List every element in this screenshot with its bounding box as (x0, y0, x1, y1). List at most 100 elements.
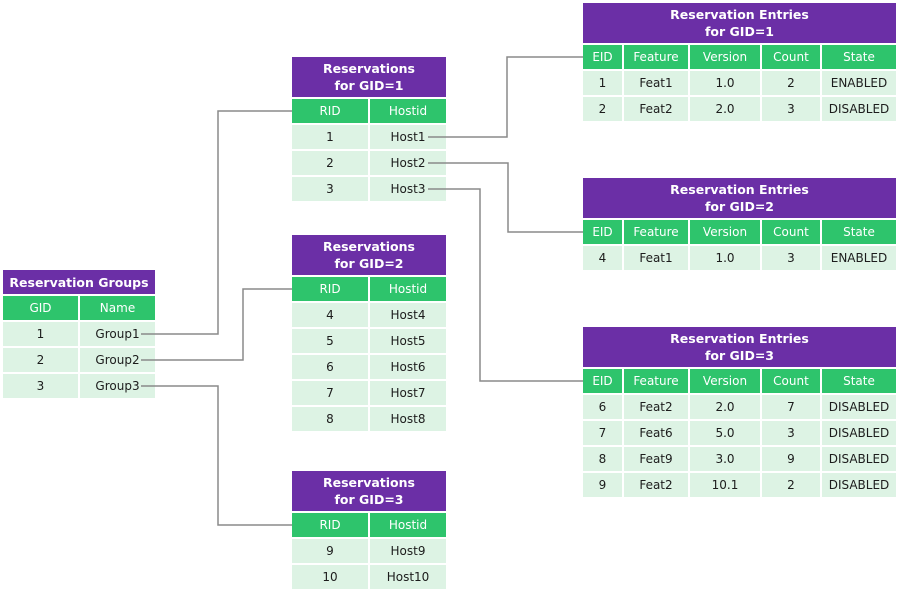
table-cell: 1 (583, 71, 622, 95)
table-cell: Host4 (370, 303, 446, 327)
table-cell: Host10 (370, 565, 446, 589)
table-cell: 2.0 (690, 395, 760, 419)
column-header: Hostid (370, 277, 446, 301)
column-header: EID (583, 220, 622, 244)
column-header: Count (762, 220, 820, 244)
table-cell: Group2 (80, 348, 155, 372)
table-cell: 2.0 (690, 97, 760, 121)
table-cell: Feat2 (624, 395, 688, 419)
table-cell: Host7 (370, 381, 446, 405)
entries-gid2-title: Reservation Entries for GID=2 (583, 178, 896, 218)
table-cell: 5.0 (690, 421, 760, 445)
table-cell: 7 (292, 381, 368, 405)
table-cell: 3 (762, 421, 820, 445)
table-cell: DISABLED (822, 473, 896, 497)
table-cell: DISABLED (822, 395, 896, 419)
title-line: Reservations (323, 61, 415, 76)
column-header: Version (690, 220, 760, 244)
table-cell: 9 (762, 447, 820, 471)
table-cell: 3 (292, 177, 368, 201)
table-cell: DISABLED (822, 447, 896, 471)
table-cell: 4 (583, 246, 622, 270)
table-cell: 1.0 (690, 71, 760, 95)
table-cell: Host1 (370, 125, 446, 149)
table-cell: 1 (3, 322, 78, 346)
table-cell: 2 (762, 71, 820, 95)
reservations-gid2-title: Reservations for GID=2 (292, 235, 446, 275)
table-cell: 3 (3, 374, 78, 398)
table-cell: 7 (583, 421, 622, 445)
table-cell: 1 (292, 125, 368, 149)
table-cell: 7 (762, 395, 820, 419)
table-cell: Host6 (370, 355, 446, 379)
table-cell: 10 (292, 565, 368, 589)
table-cell: Feat9 (624, 447, 688, 471)
column-header: Name (80, 296, 155, 320)
column-header: RID (292, 99, 368, 123)
table-cell: 2 (3, 348, 78, 372)
table-cell: ENABLED (822, 246, 896, 270)
column-header: Version (690, 369, 760, 393)
table-cell: Host8 (370, 407, 446, 431)
column-header: Count (762, 369, 820, 393)
table-cell: Host3 (370, 177, 446, 201)
title-line: Reservation Groups (9, 274, 149, 290)
title-line: for GID=2 (704, 199, 774, 214)
column-header: Feature (624, 45, 688, 69)
reservations-gid1-title: Reservations for GID=1 (292, 57, 446, 97)
table-cell: 6 (583, 395, 622, 419)
table-cell: 2 (762, 473, 820, 497)
table-cell: Group3 (80, 374, 155, 398)
table-cell: ENABLED (822, 71, 896, 95)
table-cell: Host2 (370, 151, 446, 175)
table-cell: Feat1 (624, 246, 688, 270)
column-header: Count (762, 45, 820, 69)
table-cell: Feat6 (624, 421, 688, 445)
title-line: Reservation Entries (670, 182, 809, 197)
title-line: for GID=1 (704, 24, 774, 39)
title-line: for GID=1 (334, 78, 404, 93)
connector-Group1-to-reservations-gid1 (141, 110, 292, 335)
table-cell: 5 (292, 329, 368, 353)
table-cell: Feat2 (624, 473, 688, 497)
table-cell: Host9 (370, 539, 446, 563)
title-line: Reservations (323, 475, 415, 490)
connector-Host3-to-entries-gid3 (428, 188, 583, 382)
table-cell: Feat1 (624, 71, 688, 95)
column-header: Feature (624, 369, 688, 393)
title-line: Reservations (323, 239, 415, 254)
title-line: for GID=2 (334, 256, 404, 271)
table-cell: 6 (292, 355, 368, 379)
table-cell: 9 (292, 539, 368, 563)
table-cell: 10.1 (690, 473, 760, 497)
table-cell: Group1 (80, 322, 155, 346)
table-cell: 8 (292, 407, 368, 431)
table-cell: Host5 (370, 329, 446, 353)
column-header: Hostid (370, 99, 446, 123)
column-header: State (822, 220, 896, 244)
title-line: for GID=3 (704, 348, 774, 363)
table-cell: 1.0 (690, 246, 760, 270)
table-cell: 3.0 (690, 447, 760, 471)
column-header: Version (690, 45, 760, 69)
column-header: RID (292, 277, 368, 301)
column-header: Feature (624, 220, 688, 244)
connector-Host2-to-entries-gid2 (428, 162, 583, 233)
table-cell: 2 (292, 151, 368, 175)
column-header: GID (3, 296, 78, 320)
column-header: Hostid (370, 513, 446, 537)
table-cell: 9 (583, 473, 622, 497)
table-cell: 4 (292, 303, 368, 327)
